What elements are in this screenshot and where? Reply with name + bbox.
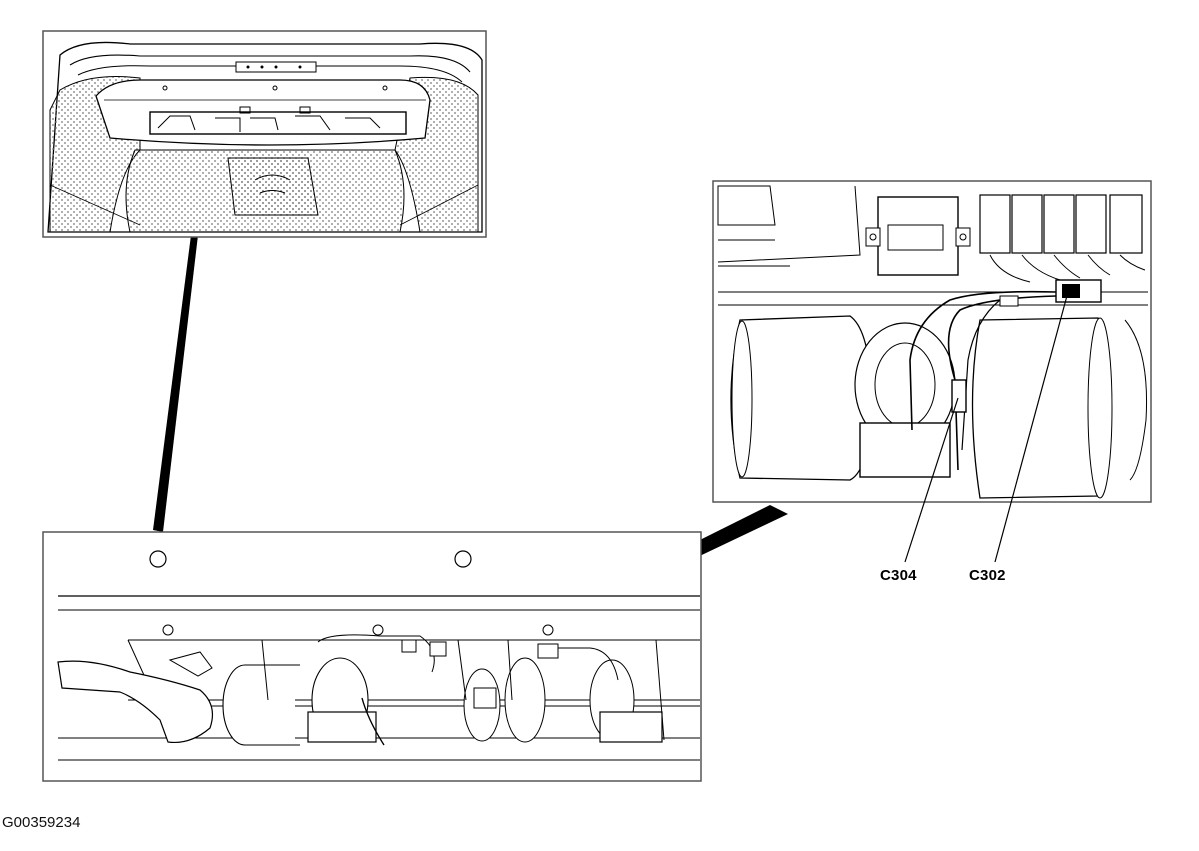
overview-panel — [42, 30, 487, 238]
leader-c302 — [994, 291, 1069, 563]
leader-overview-to-detail — [153, 142, 209, 532]
connector-label-c302: C302 — [969, 567, 1006, 584]
relay-bank — [979, 194, 1143, 254]
connector-label-c304: C304 — [880, 567, 917, 584]
figure-id: G00359234 — [2, 814, 81, 831]
leader-c304 — [904, 397, 959, 563]
closeup-panel — [712, 180, 1152, 563]
detail-panel — [42, 531, 702, 782]
